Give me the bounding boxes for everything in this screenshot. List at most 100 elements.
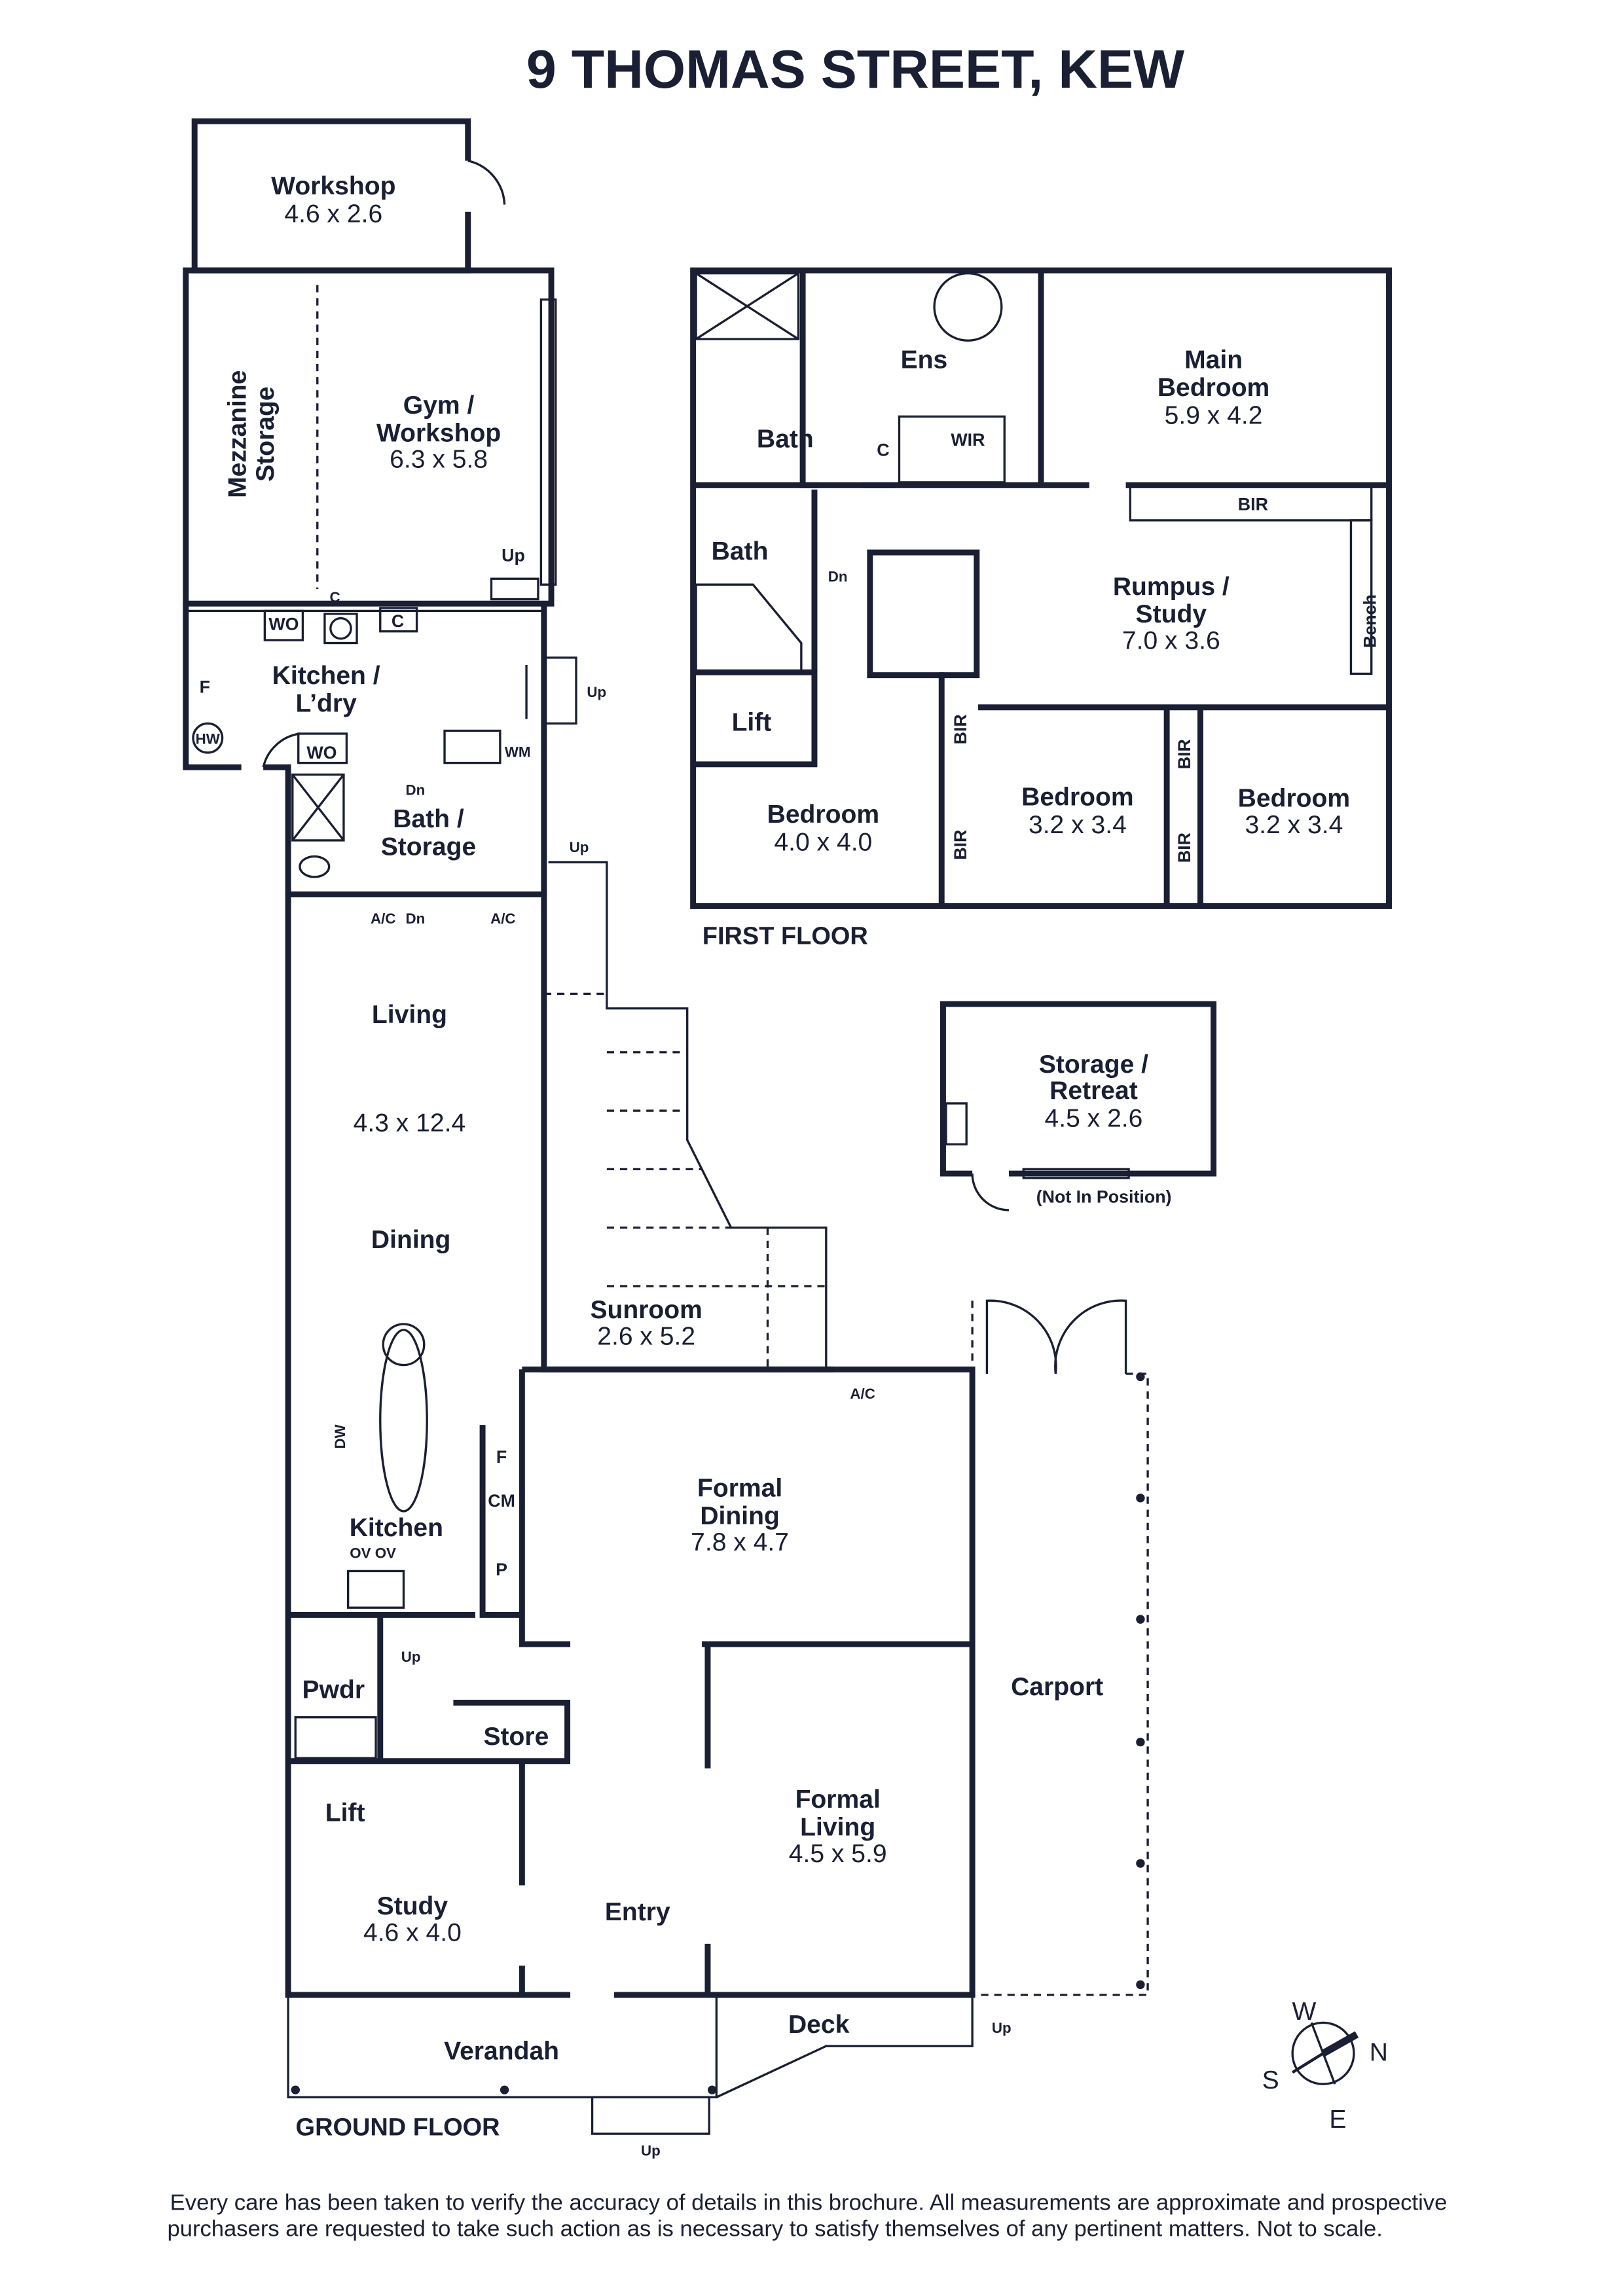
room-name: Study (377, 1892, 448, 1920)
room-dimensions: 3.2 x 3.4 (1245, 811, 1343, 839)
fridge-label: F (496, 1447, 507, 1467)
room-name: Storage (381, 833, 476, 861)
outbuilding-walls (183, 118, 557, 898)
room-name: Bath / (393, 805, 464, 833)
room-dimensions: 2.6 x 5.2 (597, 1322, 695, 1350)
room-name: BIR (951, 714, 970, 744)
stair-label: Up (992, 2020, 1012, 2036)
ground-floor-walls (285, 861, 1149, 2135)
fixture-label: WM (505, 744, 531, 761)
bench-label: Bench (1360, 594, 1379, 648)
bath-storage-fixtures (291, 773, 345, 878)
room-name: Bath (757, 425, 814, 453)
cupboard-label: C (877, 440, 889, 460)
room-name: Pwdr (302, 1676, 365, 1704)
room-dimensions: 6.3 x 5.8 (390, 446, 488, 474)
room-name: BIR (1175, 739, 1194, 769)
room-name: Study (1136, 600, 1207, 628)
stair-label: Up (587, 684, 606, 700)
fixture-label: C (392, 611, 404, 631)
pantry-label: P (496, 1560, 507, 1579)
room-name: Bedroom (1158, 374, 1269, 402)
room-name: Kitchen / (272, 662, 380, 690)
room-name: L’dry (295, 689, 357, 717)
position-note: (Not In Position) (1036, 1187, 1172, 1207)
room-name: Bath (712, 537, 769, 565)
fixture-label: C (329, 589, 340, 605)
room-name: BIR (1238, 494, 1268, 514)
room-dimensions: 4.5 x 5.9 (789, 1840, 887, 1868)
stair-label: Dn (828, 569, 848, 585)
stair-label: Up (501, 545, 525, 565)
room-dimensions: 4.6 x 2.6 (284, 200, 382, 228)
room-name: Storage (251, 386, 280, 481)
room-name: Retreat (1049, 1077, 1138, 1105)
room-name: Dining (700, 1502, 780, 1530)
stair-label: Dn (405, 910, 425, 927)
room-dimensions: 4.6 x 4.0 (363, 1918, 462, 1946)
room-name: Lift (325, 1799, 365, 1827)
oven-label: OV OV (350, 1545, 396, 1561)
room-name: Deck (788, 2011, 850, 2039)
stair-label: Up (641, 2143, 661, 2159)
room-dimensions: 3.2 x 3.4 (1029, 811, 1127, 839)
room-dimensions: 5.9 x 4.2 (1165, 402, 1263, 430)
room-name: Living (372, 1001, 447, 1029)
dishwasher-label: DW (332, 1424, 348, 1448)
room-name: Sunroom (590, 1296, 702, 1324)
hot-water-label: HW (196, 731, 221, 747)
room-name: Lift (732, 708, 772, 736)
room-dimensions: 4.3 x 12.4 (354, 1109, 466, 1137)
room-dimensions: 7.8 x 4.7 (691, 1528, 789, 1556)
room-name: Formal (795, 1785, 881, 1814)
exterior-posts (291, 1372, 1145, 2094)
fixture-label: F (200, 677, 210, 696)
fixture-label: WO (268, 614, 299, 634)
room-name: Workshop (271, 172, 395, 200)
stair-label: Up (401, 1649, 421, 1665)
room-name: Workshop (376, 419, 501, 447)
room-dimensions: 4.0 x 4.0 (774, 829, 872, 857)
room-name: Main (1184, 346, 1243, 374)
compass-east: E (1329, 2106, 1346, 2134)
fixture-label: A/C (490, 910, 515, 927)
room-name: Bedroom (767, 800, 879, 829)
room-name: Bedroom (1238, 785, 1350, 813)
room-name: Carport (1011, 1673, 1103, 1701)
room-name: Verandah (444, 2037, 559, 2065)
compass-south: S (1262, 2066, 1279, 2094)
stair-label: Dn (405, 782, 425, 798)
room-name: Dining (371, 1226, 451, 1254)
property-title: 9 THOMAS STREET, KEW (526, 39, 1184, 99)
room-name: Entry (605, 1898, 670, 1926)
disclaimer-line: Every care has been taken to verify the … (170, 2190, 1448, 2215)
room-name: Store (484, 1723, 549, 1751)
first-floor-walls (690, 267, 1392, 909)
room-name: Ens (901, 346, 948, 374)
room-name: Rumpus / (1113, 573, 1230, 601)
room-name: Kitchen (350, 1514, 443, 1542)
floor-label: FIRST FLOOR (702, 923, 868, 950)
storage-retreat-walls (940, 1001, 1217, 1211)
floor-label: GROUND FLOOR (296, 2113, 500, 2141)
room-name: WIR (951, 430, 985, 450)
room-name: Storage / (1039, 1050, 1148, 1079)
room-name: Gym / (403, 391, 475, 420)
room-name: Formal (697, 1475, 782, 1503)
room-name: Mezzanine (223, 370, 251, 498)
fixture-label: A/C (850, 1386, 875, 1402)
fixture-label: WO (306, 743, 337, 762)
compass-icon (1291, 2021, 1359, 2085)
room-name: BIR (951, 830, 970, 860)
fixture-label: A/C (371, 910, 395, 927)
compass-west: W (1292, 1998, 1317, 2026)
stair-label: Up (570, 839, 589, 855)
room-dimensions: 7.0 x 3.6 (1122, 626, 1220, 655)
compass-north: N (1370, 2038, 1388, 2066)
room-name: Living (800, 1814, 875, 1842)
room-name: BIR (1175, 833, 1194, 863)
disclaimer-line: purchasers are requested to take such ac… (167, 2216, 1382, 2241)
room-dimensions: 4.5 x 2.6 (1045, 1105, 1143, 1133)
kitchen-laundry-fixtures (192, 607, 577, 768)
